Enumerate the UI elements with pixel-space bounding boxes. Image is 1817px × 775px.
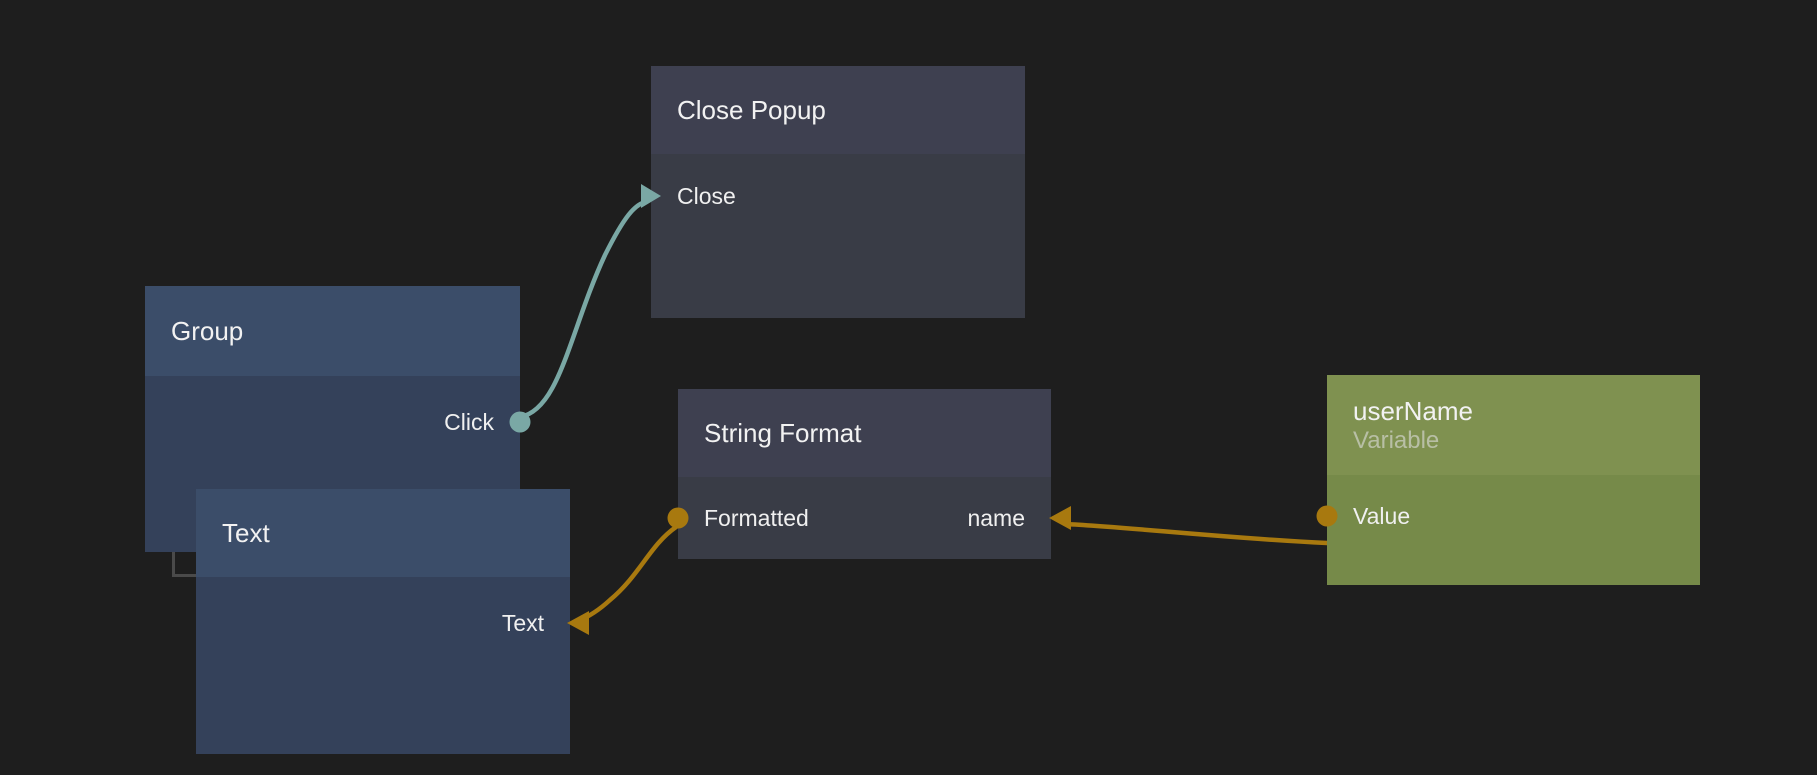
node-user-name-variable[interactable]: userName Variable Value — [1316, 375, 1700, 585]
node-group-title: Group — [171, 315, 244, 346]
pin-row-close[interactable]: Close — [641, 154, 1025, 238]
pin-label-formatted: Formatted — [704, 504, 809, 531]
exec-output-pin-icon[interactable] — [509, 411, 531, 433]
pin-row-click[interactable]: Click — [145, 376, 531, 468]
data-input-arrow-icon[interactable] — [1049, 506, 1071, 530]
node-string-format-header[interactable]: String Format — [678, 389, 1051, 477]
node-user-name-body: Value — [1316, 475, 1700, 585]
node-close-popup-title: Close Popup — [677, 94, 826, 125]
node-user-name-title: userName — [1353, 395, 1473, 426]
wire-group-click-to-close — [517, 199, 648, 420]
node-text[interactable]: Text Text — [196, 489, 589, 754]
node-text-body: Text — [196, 577, 589, 754]
pin-row-value[interactable]: Value — [1316, 475, 1700, 557]
pin-label-name: name — [967, 504, 1025, 531]
pin-label-click: Click — [444, 408, 494, 435]
pin-row-formatted-name[interactable]: Formatted name — [667, 477, 1071, 559]
node-string-format-body: Formatted name — [667, 477, 1071, 559]
node-user-name-subtitle: Variable — [1353, 426, 1440, 454]
pin-label-value: Value — [1353, 502, 1411, 529]
wire-value-to-name — [1062, 521, 1330, 546]
wire-formatted-to-text — [575, 524, 679, 624]
node-user-name-header[interactable]: userName Variable — [1327, 375, 1700, 475]
node-text-header[interactable]: Text — [196, 489, 570, 577]
node-close-popup[interactable]: Close Popup Close — [641, 66, 1025, 318]
data-input-arrow-icon[interactable] — [567, 611, 589, 635]
pin-label-text: Text — [501, 609, 544, 636]
node-text-title: Text — [222, 517, 270, 548]
exec-input-arrow-icon[interactable] — [641, 184, 661, 208]
node-close-popup-body: Close — [641, 154, 1025, 318]
data-output-pin-icon[interactable] — [667, 507, 689, 529]
data-output-pin-icon[interactable] — [1316, 505, 1338, 527]
node-string-format[interactable]: String Format Formatted name — [667, 389, 1071, 559]
pin-row-text[interactable]: Text — [196, 577, 589, 669]
node-group-header[interactable]: Group — [145, 286, 520, 376]
node-string-format-title: String Format — [704, 417, 862, 448]
node-close-popup-header[interactable]: Close Popup — [651, 66, 1025, 154]
pin-label-close: Close — [677, 182, 736, 209]
